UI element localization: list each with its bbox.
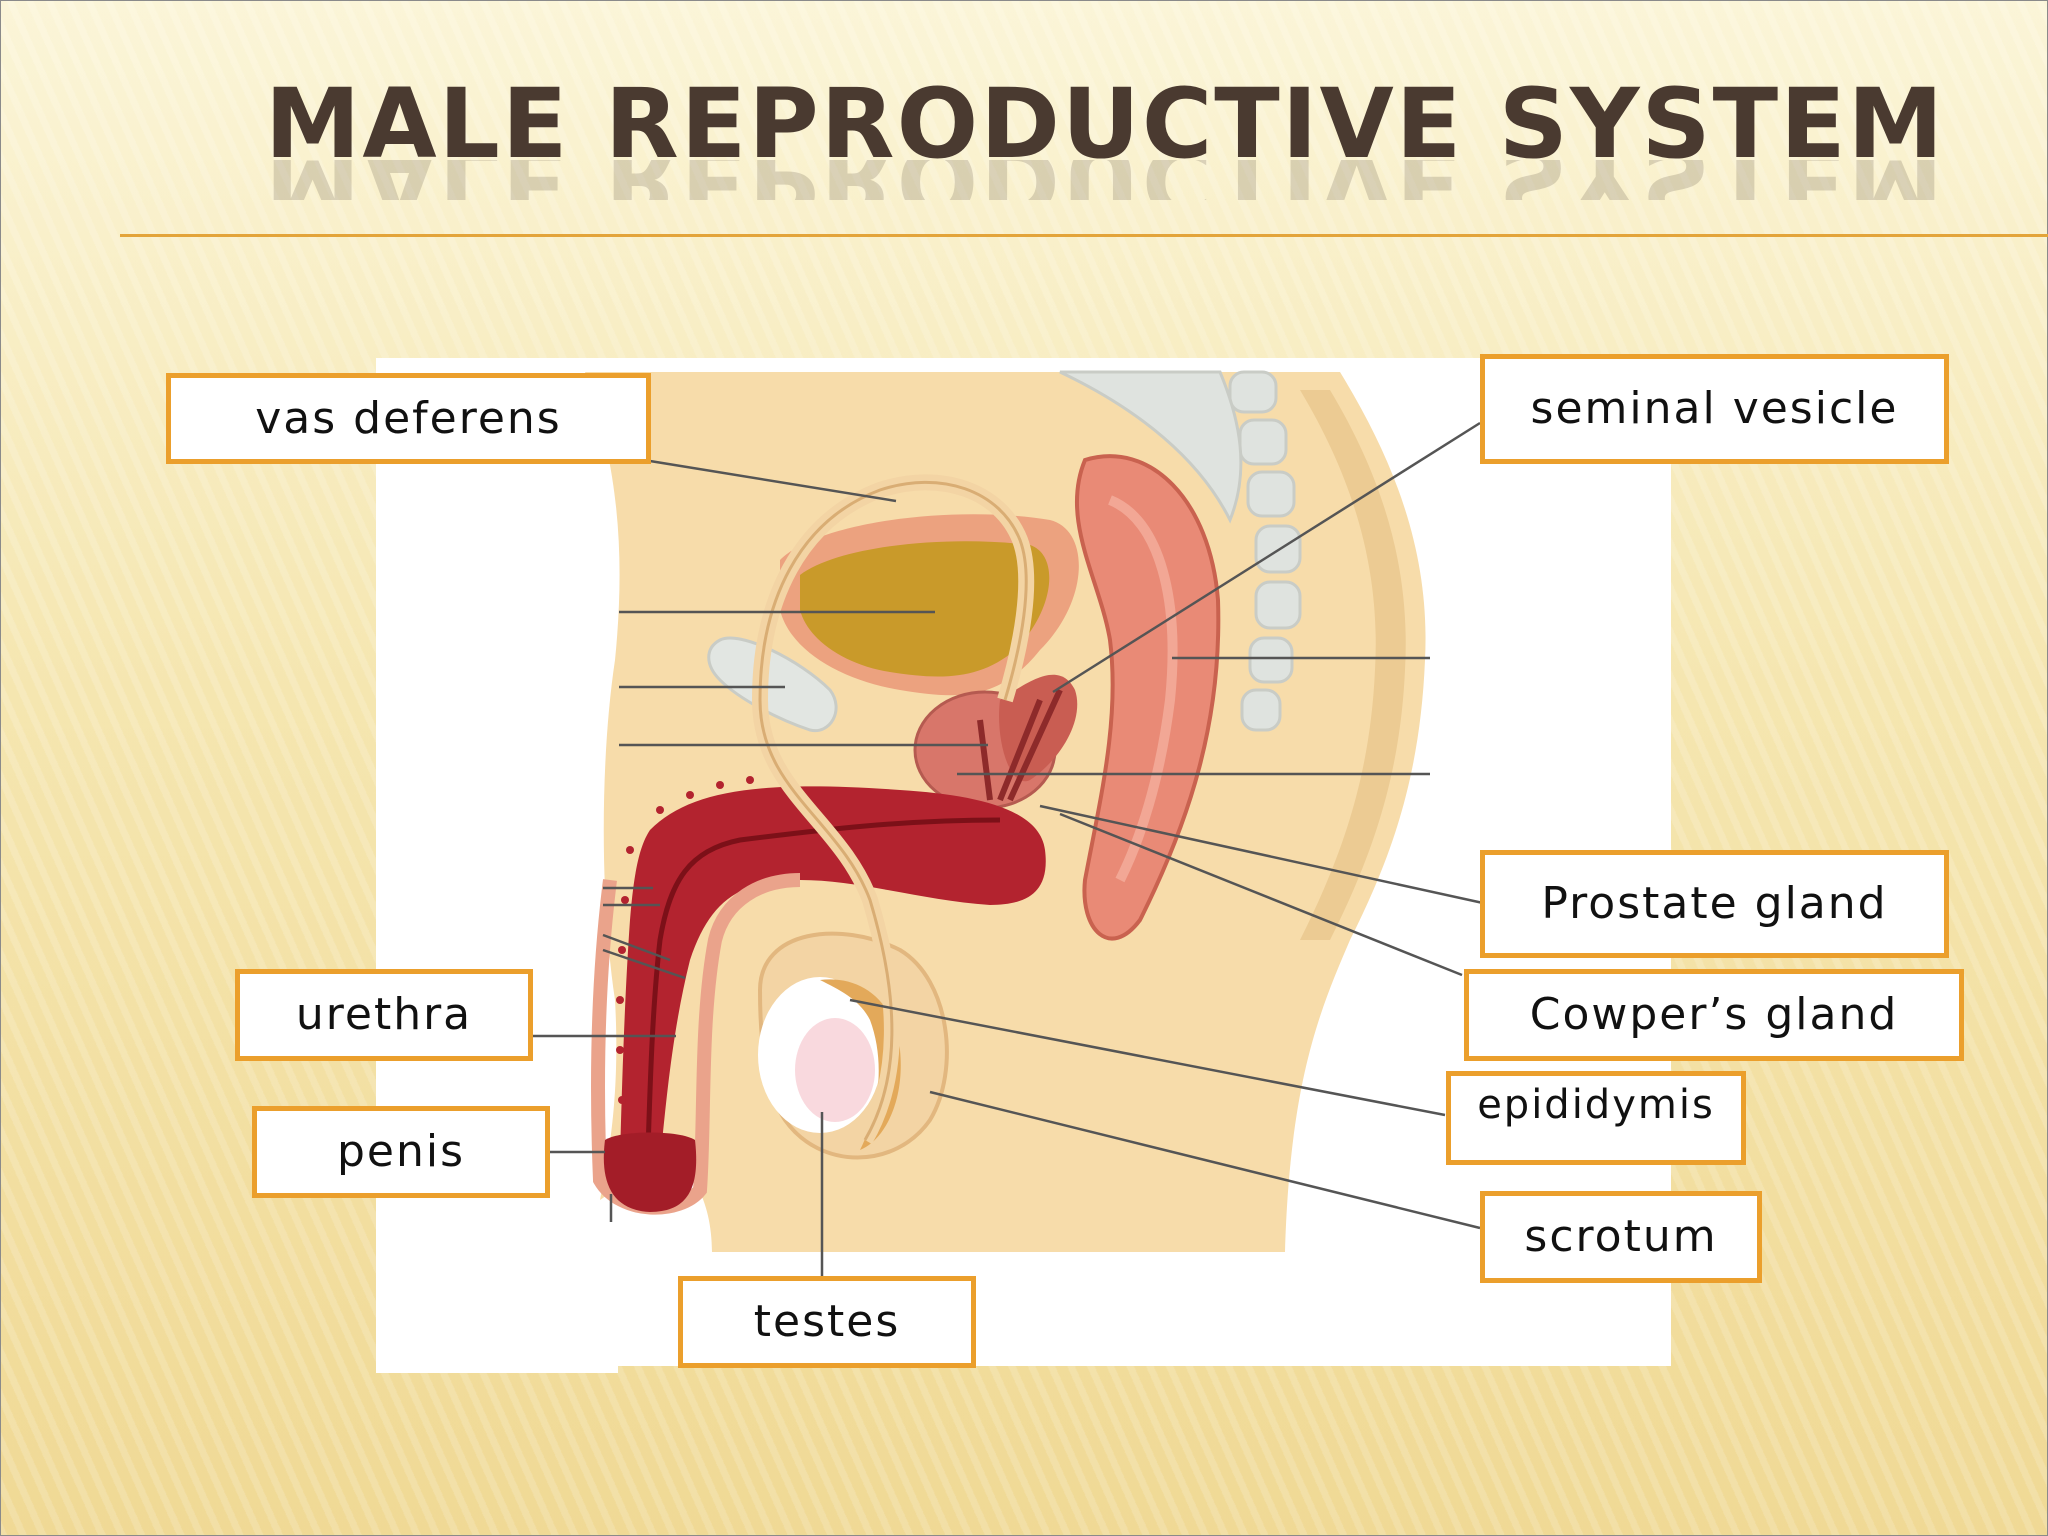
leader-lines	[531, 421, 1484, 1278]
label-cowpers-gland: Cowper’s gland	[1464, 969, 1964, 1061]
label-scrotum: scrotum	[1480, 1191, 1762, 1283]
rectum	[1075, 454, 1221, 941]
penis-shaft	[620, 786, 1046, 1160]
title-divider	[120, 234, 2048, 237]
penis-skin	[591, 873, 801, 1215]
urethra-channel	[645, 817, 1001, 1151]
body-shadow	[1300, 390, 1406, 940]
rectum-highlight	[1107, 495, 1178, 883]
vas-deferens-outline	[758, 480, 1028, 1141]
label-vas-deferens: vas deferens	[166, 373, 651, 464]
label-epididymis: epididymis	[1446, 1071, 1746, 1165]
label-seminal-vesicle: seminal vesicle	[1480, 354, 1949, 464]
glans	[603, 1132, 697, 1212]
ejaculatory-ducts	[977, 688, 1063, 802]
label-urethra: urethra	[235, 969, 533, 1061]
slide-title: MALE REPRODUCTIVE SYSTEM	[264, 68, 1946, 180]
pubic-bone	[707, 636, 838, 733]
testis-tint	[795, 1018, 875, 1122]
label-prostate-gland: Prostate gland	[1480, 850, 1949, 958]
bladder-urine	[800, 541, 1050, 677]
label-testes: testes	[678, 1276, 976, 1368]
label-penis: penis	[252, 1106, 550, 1198]
sacrum	[1059, 370, 1302, 732]
